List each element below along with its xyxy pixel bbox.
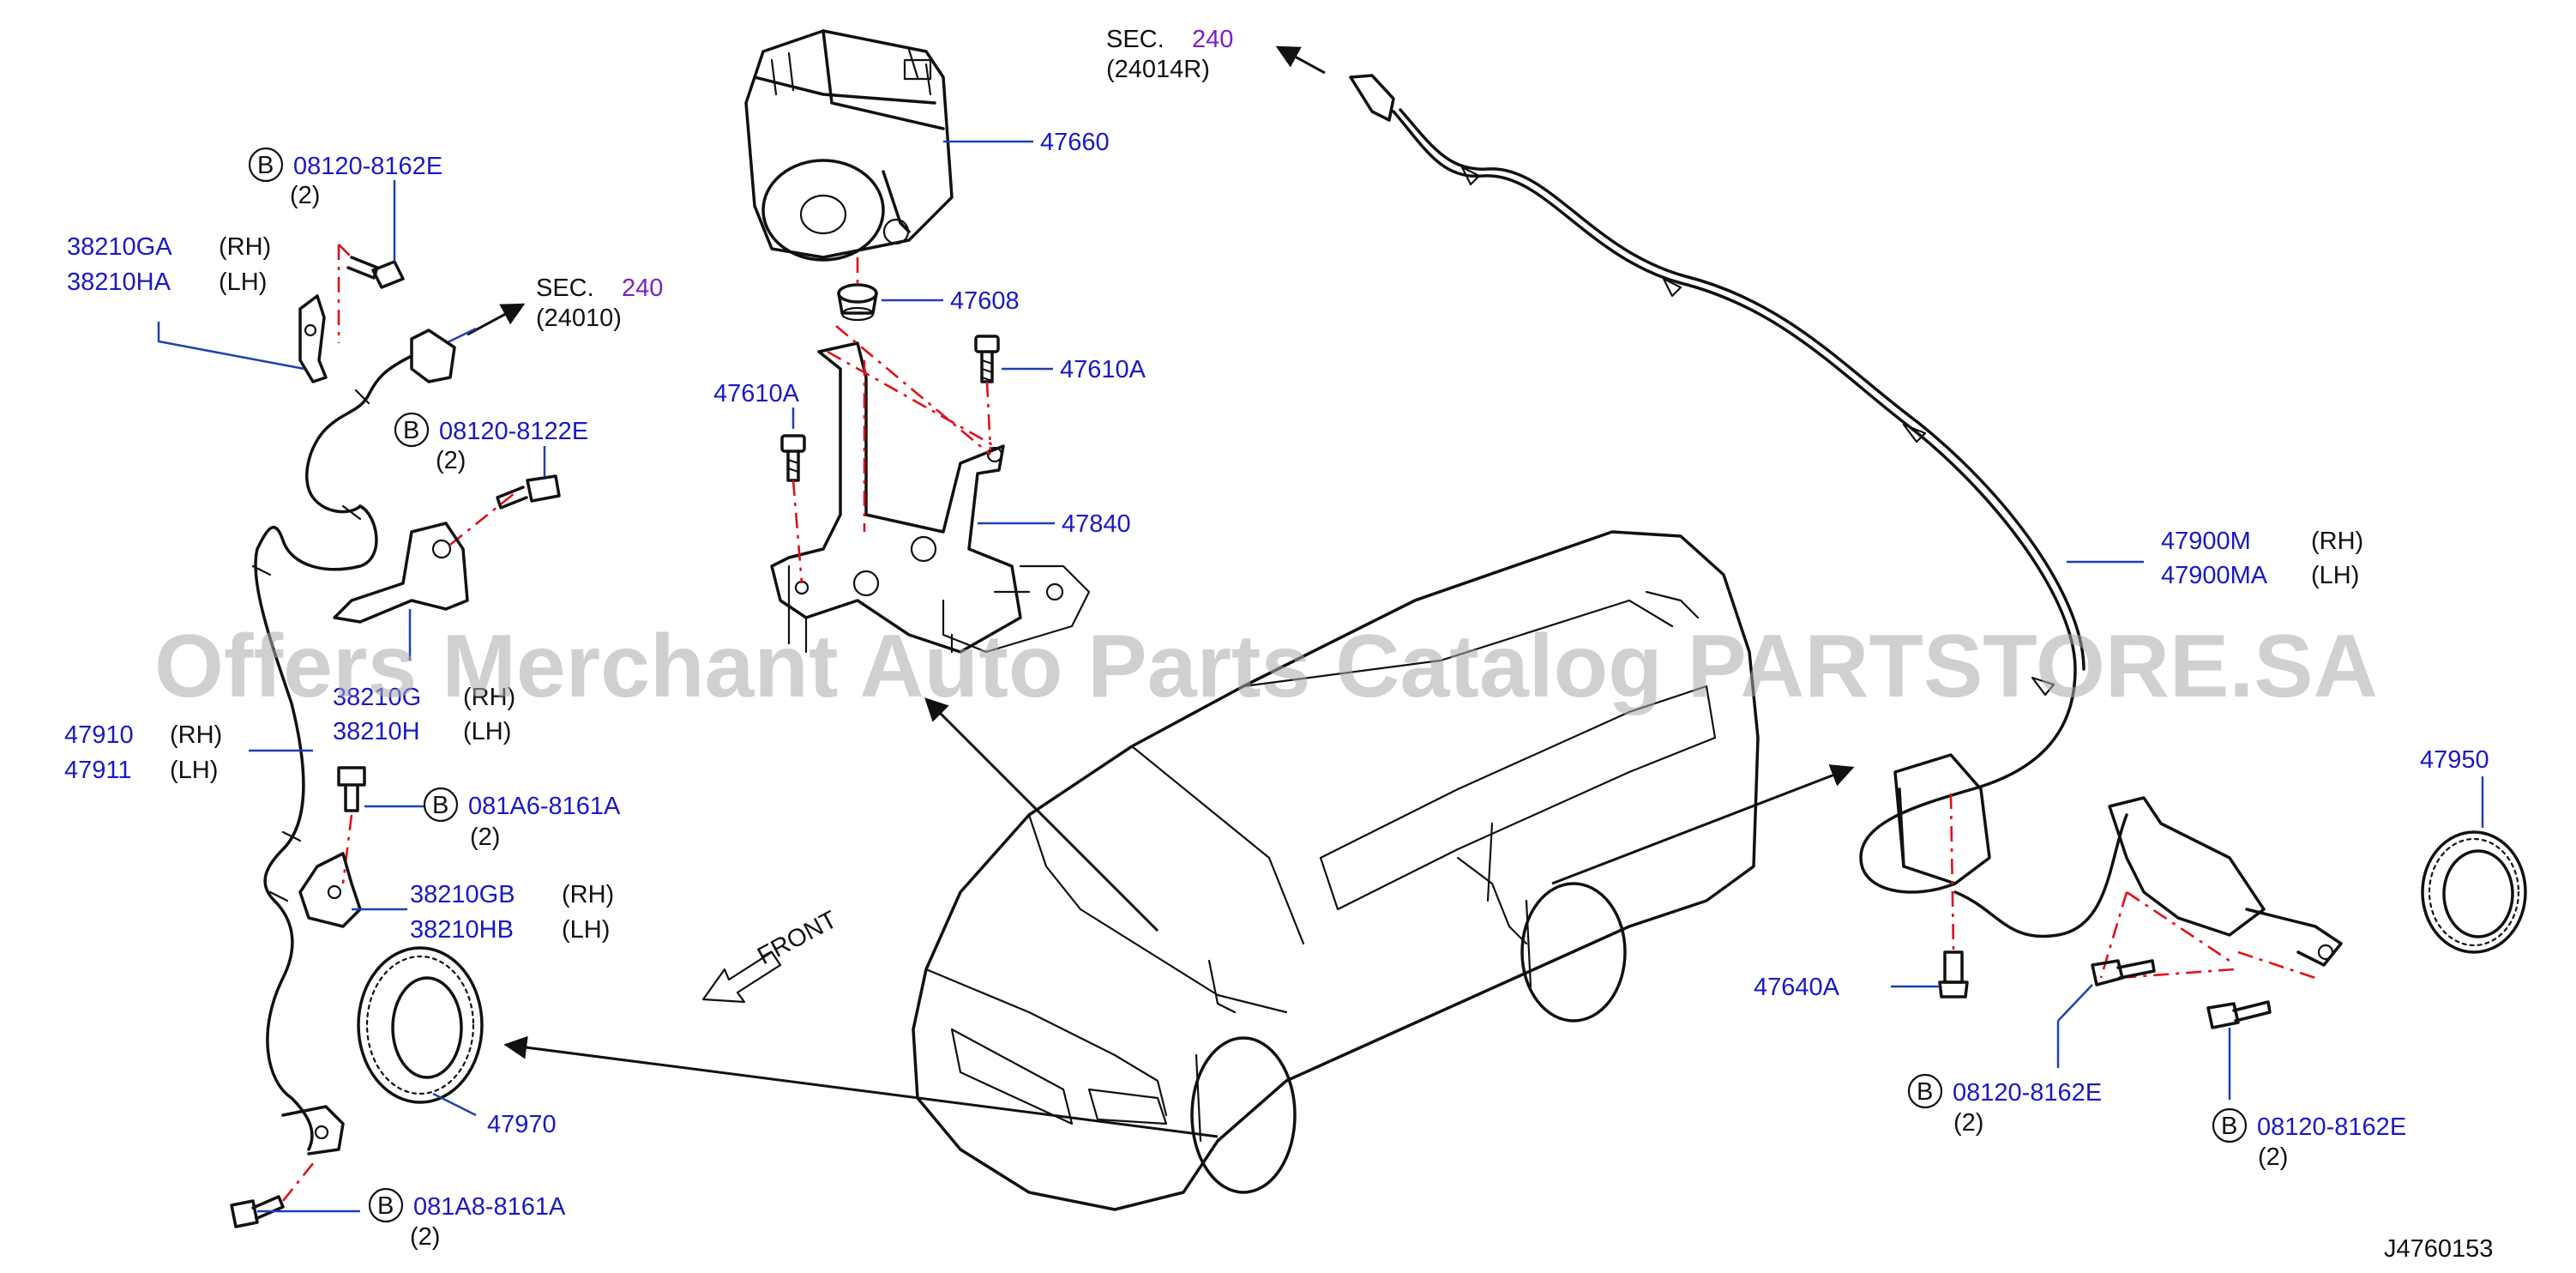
bolt-symbol: B	[2221, 1113, 2237, 1140]
bolt-mid-left-drawing	[496, 474, 561, 510]
callout-47910[interactable]: 47910	[64, 721, 134, 749]
bolt-symbol-circle	[368, 1187, 404, 1223]
bolt-callout-top-left[interactable]: B 08120-8162E (2)	[248, 147, 442, 209]
bolt-symbol: B	[377, 1192, 394, 1220]
callout-38210G-side: (RH)	[463, 684, 515, 711]
abs-actuator-drawing	[744, 29, 954, 262]
vehicle-outline-drawing	[912, 530, 1760, 1211]
bolt-symbol-circle	[423, 787, 459, 823]
bolt-quantity: (2)	[290, 182, 320, 209]
callout-38210H-side: (LH)	[463, 718, 511, 745]
grommet-47608-drawing	[837, 283, 878, 322]
bolt-callout-mid-left[interactable]: B 08120-8122E (2)	[394, 412, 588, 474]
callout-47610A-left[interactable]: 47610A	[713, 380, 800, 407]
bolt-part-number[interactable]: 08120-8162E	[2257, 1113, 2406, 1141]
bolt-callout-081A8[interactable]: B 081A8-8161A (2)	[368, 1187, 566, 1251]
callout-47911-side: (LH)	[170, 757, 218, 784]
callout-38210H[interactable]: 38210H	[333, 718, 420, 745]
bolt-symbol-circle	[394, 412, 430, 448]
bolt-symbol-circle	[248, 147, 284, 183]
front-sensor-harness-drawing	[251, 329, 456, 1155]
bolt-symbol: B	[432, 792, 448, 819]
bracket-38210GA-drawing	[298, 294, 328, 383]
bolt-top-left-drawing	[346, 256, 405, 289]
callout-38210HB[interactable]: 38210HB	[410, 916, 514, 944]
callout-47911[interactable]: 47911	[64, 757, 132, 784]
bolt-081A8-drawing	[230, 1195, 285, 1228]
rear-sensor-harness-drawing	[1349, 74, 2085, 894]
callout-47640A[interactable]: 47640A	[1754, 974, 1840, 1001]
watermark-text: Offers Merchant Auto Parts Catalog PARTS…	[154, 617, 2378, 716]
actuator-bracket-47840-drawing	[770, 341, 1091, 654]
callout-38210GA[interactable]: 38210GA	[67, 233, 172, 261]
callout-38210GA-side: (RH)	[219, 233, 271, 261]
callout-38210HA-side: (LH)	[219, 268, 267, 296]
diagram-code: J4760153	[2384, 1235, 2493, 1263]
bolt-callout-bottom-right-2[interactable]: B 08120-8162E (2)	[2212, 1107, 2406, 1171]
bolt-47610A-right-drawing	[974, 335, 1000, 383]
bolt-part-number[interactable]: 081A8-8161A	[413, 1193, 566, 1221]
bolt-symbol-circle	[1907, 1073, 1943, 1109]
bolt-quantity: (2)	[436, 447, 466, 474]
bolt-symbol: B	[257, 152, 274, 179]
front-direction-indicator	[701, 950, 782, 1004]
callout-38210GB[interactable]: 38210GB	[410, 881, 515, 908]
callout-38210GB-side: (RH)	[562, 881, 614, 908]
callout-47900M[interactable]: 47900M	[2161, 528, 2251, 555]
callout-47910-side: (RH)	[170, 721, 222, 749]
bolt-part-number[interactable]: 08120-8122E	[439, 418, 588, 445]
bracket-38210GB-drawing	[298, 852, 362, 928]
callout-47950[interactable]: 47950	[2420, 746, 2489, 774]
bolt-part-number[interactable]: 08120-8162E	[1953, 1079, 2102, 1107]
bracket-38210G-drawing	[333, 522, 469, 624]
callout-38210HA[interactable]: 38210HA	[67, 268, 172, 296]
bolt-symbol: B	[403, 417, 419, 444]
bolt-quantity: (2)	[410, 1223, 440, 1251]
bolt-quantity: (2)	[470, 824, 500, 851]
bolt-quantity: (2)	[1953, 1109, 1983, 1137]
bolt-symbol-circle	[2212, 1107, 2248, 1143]
bolt-symbol: B	[1917, 1078, 1933, 1106]
bolt-47610A-left-drawing	[780, 434, 806, 482]
front-label: FRONT	[753, 906, 841, 970]
callout-47610A-right[interactable]: 47610A	[1060, 356, 1147, 383]
bolt-quantity: (2)	[2258, 1143, 2288, 1171]
sec-top-prefix: SEC.	[1106, 26, 1165, 53]
bolt-bottom-right-1-drawing	[2091, 959, 2156, 986]
bolt-bottom-right-2-drawing	[2206, 1000, 2272, 1029]
bolt-part-number[interactable]: 08120-8162E	[293, 153, 442, 180]
callout-47900M-side: (RH)	[2311, 528, 2363, 555]
front-sensor-rotor-47970-drawing	[357, 946, 484, 1104]
callout-38210G[interactable]: 38210G	[333, 684, 421, 711]
sec-top-ref: (24014R)	[1106, 56, 1210, 83]
bolt-081A6-drawing	[337, 766, 366, 812]
bolt-callout-081A6[interactable]: B 081A6-8161A (2)	[423, 787, 621, 851]
rear-sensor-rotor-47950-drawing	[2421, 830, 2527, 954]
callout-47900MA[interactable]: 47900MA	[2161, 562, 2268, 589]
callout-47608[interactable]: 47608	[950, 287, 1020, 315]
bolt-part-number[interactable]: 081A6-8161A	[468, 793, 621, 820]
rear-sensor-bracket-drawing	[1893, 753, 2343, 967]
callout-47900MA-side: (LH)	[2311, 562, 2359, 589]
sec-left-number[interactable]: 240	[622, 275, 663, 302]
sec-left-ref: (24010)	[536, 305, 622, 332]
bolt-47640A-drawing	[1938, 950, 1969, 998]
callout-38210HB-side: (LH)	[562, 916, 610, 944]
callout-47970[interactable]: 47970	[487, 1111, 557, 1138]
callout-47660[interactable]: 47660	[1040, 129, 1110, 156]
sec-top-number[interactable]: 240	[1192, 26, 1233, 53]
bolt-callout-bottom-right-1[interactable]: B 08120-8162E (2)	[1907, 1073, 2102, 1137]
sec-left-prefix: SEC.	[536, 275, 594, 302]
callout-47840[interactable]: 47840	[1062, 510, 1131, 538]
